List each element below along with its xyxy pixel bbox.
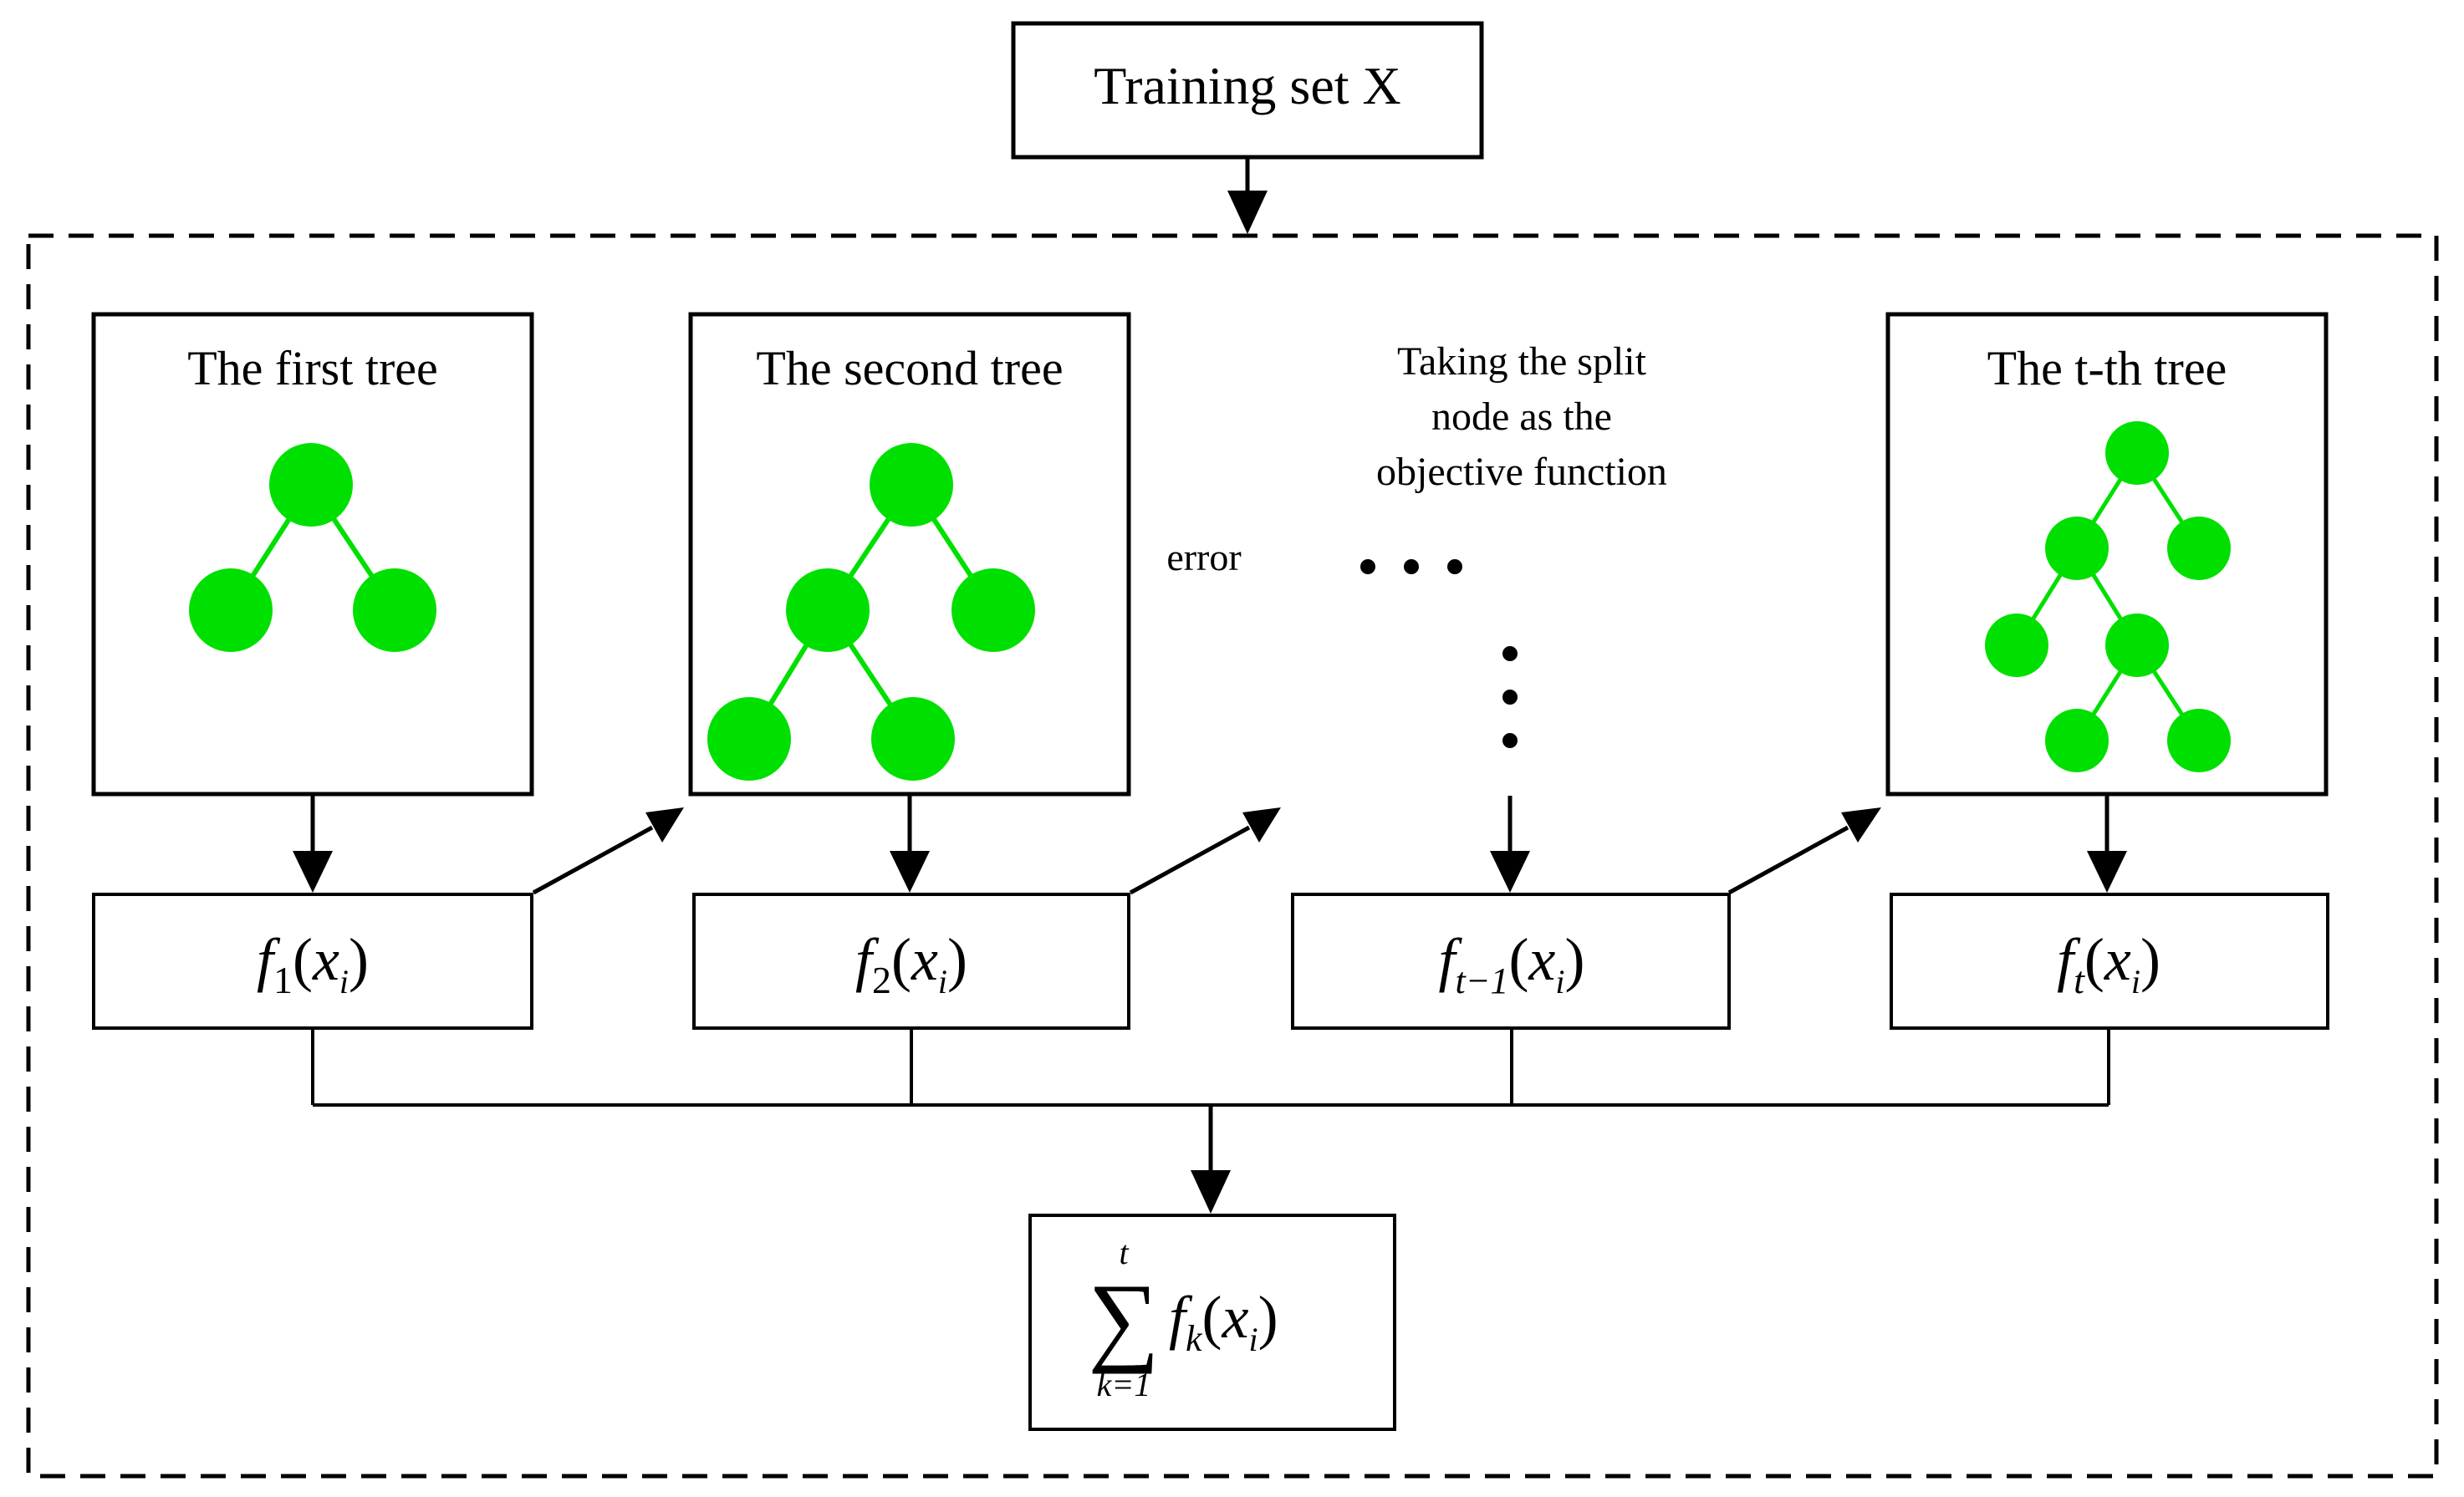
- aggregation-connector: [311, 1028, 2110, 1214]
- function-label-t: ft(xi): [2057, 926, 2160, 1001]
- arrow-f2-to-next: [1129, 807, 1281, 895]
- tree-box-t: The t-th tree: [1885, 312, 2329, 797]
- arrow-ftminus1-to-treet: [1727, 807, 1881, 895]
- function-label-2: f2(xi): [855, 926, 967, 1001]
- tree-title-2: The second tree: [756, 341, 1063, 395]
- function-box-tminus1: ft−1(xi): [1291, 893, 1731, 1030]
- tree-node: [707, 697, 791, 781]
- tree-node: [1985, 614, 2048, 677]
- sum-box: t ∑ k=1 fk(xi): [1028, 1214, 1396, 1431]
- function-box-t: ft(xi): [1890, 893, 2329, 1030]
- arrow-ellipsis-to-ftminus1: [1490, 796, 1530, 893]
- tree-node: [870, 443, 953, 527]
- tree-title-1: The first tree: [187, 341, 438, 395]
- tree-box-2: The second tree: [688, 312, 1131, 797]
- training-set-label: Training set X: [1094, 56, 1400, 115]
- function-label-1: f1(xi): [257, 926, 369, 1001]
- sum-upper-limit: t: [1119, 1234, 1129, 1271]
- tree-title-t: The t-th tree: [1987, 341, 2227, 395]
- training-set-node: Training set X: [1011, 21, 1484, 160]
- tree-node: [871, 697, 955, 781]
- tree-node: [2045, 517, 2109, 580]
- arrow-tree1-to-f1: [293, 794, 333, 893]
- tree-box-1: The first tree: [91, 312, 534, 797]
- tree-node: [2105, 614, 2169, 677]
- tree-1-graph: [189, 443, 436, 652]
- ellipsis-horizontal-icon: [1360, 559, 1462, 574]
- tree-node: [2045, 709, 2109, 772]
- arrow-training-to-ensemble: [1227, 157, 1268, 234]
- arrow-f1-to-tree2: [532, 807, 684, 895]
- tree-node: [269, 443, 353, 527]
- tree-t-graph: [1985, 421, 2231, 772]
- ellipsis-vertical-icon: [1502, 646, 1518, 748]
- tree-node: [2167, 517, 2231, 580]
- tree-node: [189, 568, 273, 652]
- split-annotation-line-3: objective function: [1376, 450, 1667, 494]
- arrow-treet-to-ft: [2087, 794, 2127, 893]
- function-box-2: f2(xi): [692, 893, 1130, 1030]
- sum-lower-limit: k=1: [1097, 1366, 1151, 1403]
- error-label: error: [1166, 536, 1241, 578]
- tree-node: [786, 568, 870, 652]
- arrow-tree2-to-f2: [890, 794, 930, 893]
- tree-2-graph: [707, 443, 1035, 781]
- tree-node: [951, 568, 1035, 652]
- split-annotation-line-1: Taking the split: [1397, 339, 1647, 384]
- sum-symbol: ∑: [1088, 1263, 1160, 1374]
- split-annotation-line-2: node as the: [1431, 395, 1612, 439]
- function-box-1: f1(xi): [92, 893, 533, 1030]
- sum-function-label: fk(xi): [1169, 1284, 1278, 1359]
- tree-node: [353, 568, 436, 652]
- ensemble-boundary: [26, 233, 2439, 1479]
- tree-node: [2105, 421, 2169, 485]
- tree-node: [2167, 709, 2231, 772]
